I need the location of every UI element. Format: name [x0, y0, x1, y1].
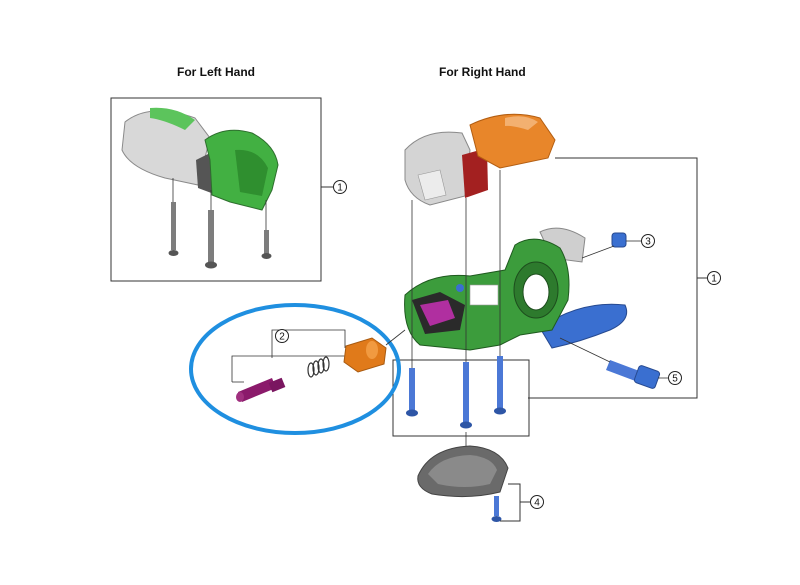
callout-4: 4	[530, 495, 544, 509]
left-hand-cover-assembly	[121, 107, 279, 269]
callout-2: 2	[275, 329, 289, 343]
right-screws	[406, 356, 506, 429]
svg-text:3: 3	[645, 237, 651, 248]
right-screw-frame	[392, 359, 530, 437]
left-screws	[168, 202, 272, 269]
svg-text:5: 5	[672, 374, 678, 385]
highlight-ring	[189, 303, 401, 435]
left-hand-frame	[110, 97, 322, 282]
callout-1-right: 1	[707, 271, 721, 285]
callout-1-left: 1	[333, 180, 347, 194]
right-hand-heading: For Right Hand	[439, 65, 526, 79]
bottom-cover	[417, 432, 530, 522]
left-hand-heading: For Left Hand	[177, 65, 255, 79]
callout-5-bolt	[559, 337, 668, 389]
svg-text:4: 4	[534, 498, 540, 509]
svg-text:2: 2	[279, 332, 285, 343]
callout-3: 3	[641, 234, 655, 248]
right-hand-main-body	[404, 227, 628, 351]
svg-text:1: 1	[711, 274, 717, 285]
callout-5: 5	[668, 371, 682, 385]
callout-2-parts	[231, 329, 406, 402]
right-hand-top-cover	[404, 113, 556, 206]
svg-text:1: 1	[337, 183, 343, 194]
callout-3-bolt	[581, 232, 641, 259]
